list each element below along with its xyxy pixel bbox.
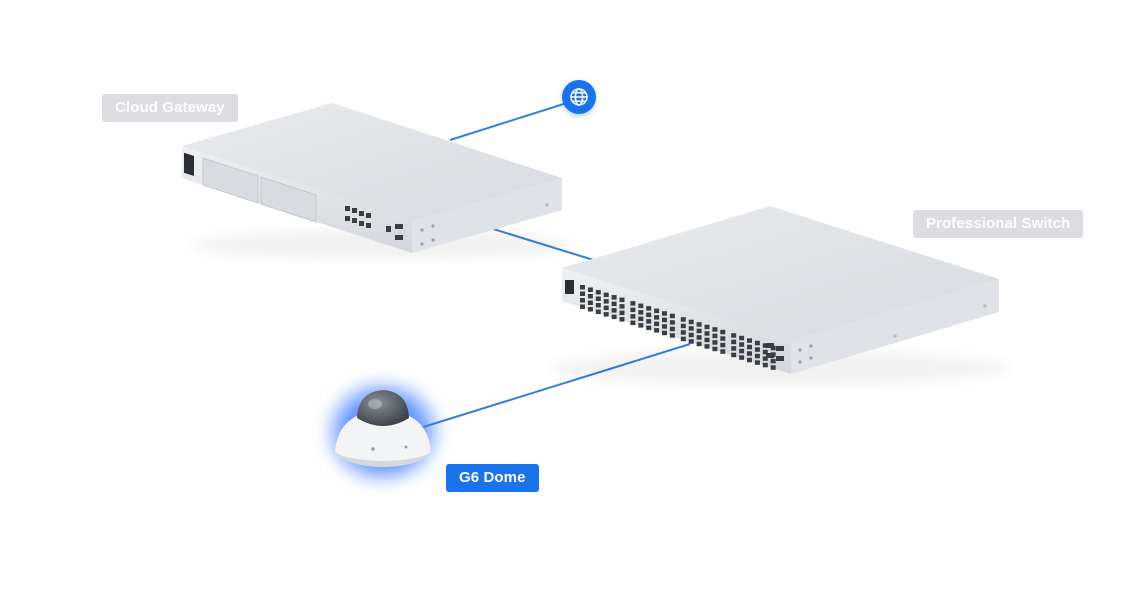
globe-icon xyxy=(570,88,588,106)
g6-dome-camera[interactable] xyxy=(321,376,445,488)
link-gateway-internet xyxy=(449,101,571,141)
professional-switch-label[interactable]: Professional Switch xyxy=(913,210,1084,238)
professional-switch-device[interactable] xyxy=(550,206,1010,386)
cloud-gateway-device[interactable] xyxy=(182,103,570,261)
switch-ports xyxy=(580,285,784,370)
g6-dome-label[interactable]: G6 Dome xyxy=(446,464,539,492)
internet-node[interactable] xyxy=(562,80,596,114)
cloud-gateway-label[interactable]: Cloud Gateway xyxy=(102,94,238,122)
gateway-ports xyxy=(345,206,403,240)
